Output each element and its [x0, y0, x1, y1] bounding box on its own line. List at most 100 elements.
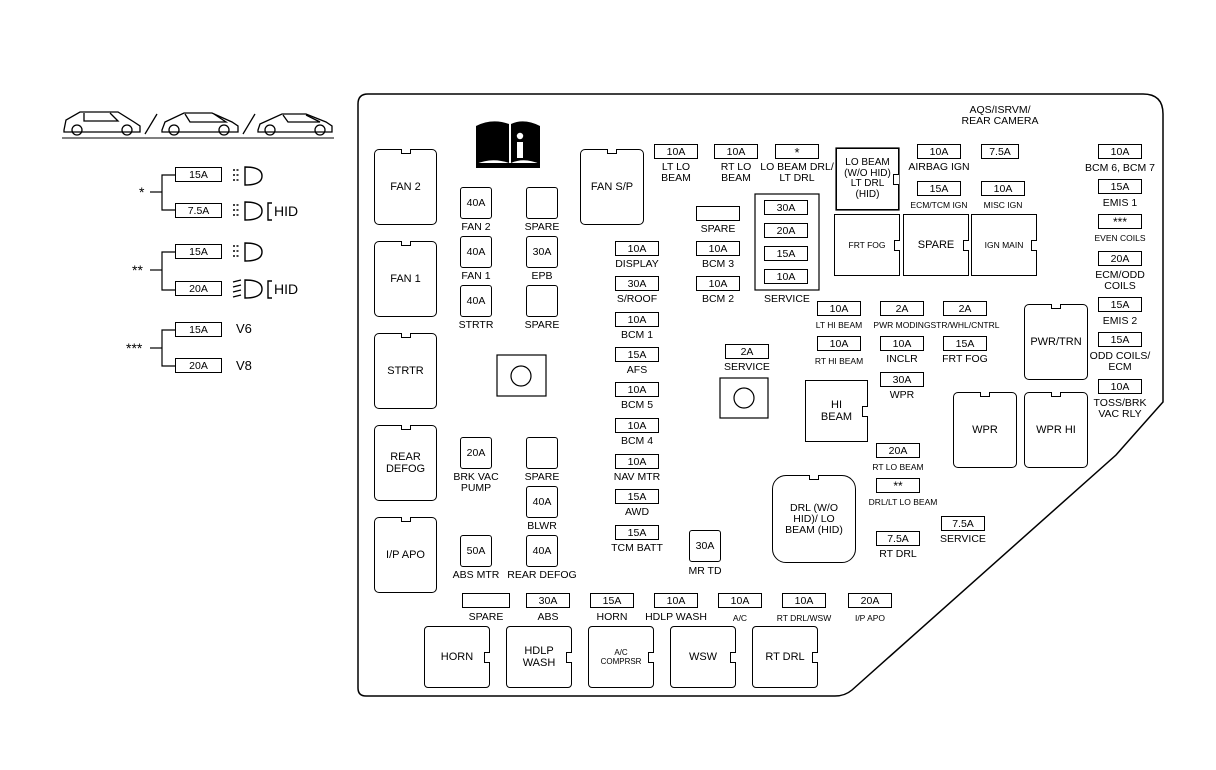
fuse-label: MISC IGN — [983, 200, 1023, 210]
fuse-label: ODD COILS/ ECM — [1089, 350, 1151, 373]
fuse: 10A — [615, 312, 659, 327]
fuse: 10A — [718, 593, 762, 608]
relay-ip-apo: I/P APO — [374, 517, 437, 593]
fuse-frt-fog: 15A — [943, 336, 987, 351]
vehicle-icons — [62, 111, 334, 139]
fuse-label: STR/WHL/CNTRL — [930, 320, 1000, 330]
maxi-fuse-label: BRK VAC PUMP — [453, 471, 499, 494]
fuse-inclr: 10A — [880, 336, 924, 351]
fuse-label: EMIS 1 — [1102, 197, 1138, 209]
fuse-label: WPR — [889, 389, 915, 401]
relay-wpr-hi: WPR HI — [1024, 392, 1088, 468]
fuse-label: LO BEAM DRL/ LT DRL — [760, 161, 834, 184]
maxi-fuse-strtr: 40A — [460, 285, 492, 317]
fuse: 10A — [654, 593, 698, 608]
fuse: *** — [1098, 214, 1142, 229]
relay-horn: HORN — [424, 626, 490, 688]
fuse-label: INCLR — [886, 353, 918, 365]
relay-spare: SPARE — [903, 214, 969, 276]
fuse-label: ABS — [537, 611, 559, 623]
fuse-label: RT LO BEAM — [720, 161, 752, 184]
fuse-label: SERVICE — [764, 293, 810, 305]
maxi-fuse-abs-mtr: 50A — [460, 535, 492, 567]
relay-wpr: WPR — [953, 392, 1017, 468]
fuse-label: AWD — [624, 506, 650, 518]
fuse-label: RT DRL — [879, 548, 917, 560]
fuse-label: BCM 3 — [701, 258, 735, 270]
legend-tag: HID — [274, 281, 299, 297]
fuse-label: EVEN COILS — [1094, 233, 1146, 243]
fuse-label: NAV MTR — [613, 471, 661, 483]
legend-marker: * — [139, 184, 145, 200]
maxi-fuse-label: SPARE — [524, 221, 560, 233]
fuse-label: AIRBAG IGN — [908, 161, 970, 173]
fuse: 10A — [1098, 379, 1142, 394]
fuse-airbag-ign: 10A — [917, 144, 961, 159]
fuse: 10A — [615, 454, 659, 469]
relay-ac-comprsr: A/C COMPRSR — [588, 626, 654, 688]
fuse-label: RT HI BEAM — [814, 356, 864, 366]
legend-tag: HID — [274, 203, 299, 219]
maxi-fuse-label: MR TD — [688, 565, 722, 577]
fuse-misc-ign: 10A — [981, 181, 1025, 196]
relay-ign-main: IGN MAIN — [971, 214, 1037, 276]
fuse-service: 7.5A — [941, 516, 985, 531]
fuse-aqs-isrvm: 7.5A — [981, 144, 1019, 159]
fuse-label: AFS — [626, 364, 648, 376]
relay-strtr: STRTR — [374, 333, 437, 409]
fuse: 10A — [1098, 144, 1142, 159]
legend-fuse: 20A — [175, 358, 222, 373]
fuse-service-2a: 2A — [725, 344, 769, 359]
maxi-fuse-spare — [526, 187, 558, 219]
fuse-service: 15A — [764, 246, 808, 261]
legend-fuse: 15A — [175, 244, 222, 259]
fuse-rt-lo-beam: 10A — [714, 144, 758, 159]
maxi-fuse-blwr: 40A — [526, 486, 558, 518]
fuse: 10A — [782, 593, 826, 608]
lo-beam-lamp-icon — [233, 166, 263, 186]
fuse-label: LT HI BEAM — [815, 320, 863, 330]
relay-fan1: FAN 1 — [374, 241, 437, 317]
fuse-label: SPARE — [468, 611, 504, 623]
fuse: 15A — [590, 593, 634, 608]
fuse-label: SERVICE — [724, 361, 770, 373]
relay-hi-beam: HI BEAM — [805, 380, 868, 442]
fuse-label: I/P APO — [854, 613, 886, 623]
legend-marker: ** — [132, 262, 143, 278]
fuse: 15A — [1098, 179, 1142, 194]
fuse-pwr-moding: 2A — [880, 301, 924, 316]
fuse-label: BCM 1 — [620, 329, 654, 341]
fuse-bcm2: 10A — [696, 276, 740, 291]
fuse-label: HORN — [596, 611, 628, 623]
fuse-wpr: 30A — [880, 372, 924, 387]
fuse-label: ECM/TCM IGN — [910, 200, 968, 210]
fuse-service: 30A — [764, 200, 808, 215]
fuse-label: S/ROOF — [616, 293, 658, 305]
fuse-label: BCM 2 — [701, 293, 735, 305]
fuse-lt-lo-beam: 10A — [654, 144, 698, 159]
fuse: 30A — [526, 593, 570, 608]
relay-rear-defog: REAR DEFOG — [374, 425, 437, 501]
fuse-rt-drl: 7.5A — [876, 531, 920, 546]
fuse: 30A — [615, 276, 659, 291]
fuse-label: DRL/LT LO BEAM — [868, 497, 938, 507]
fuse: 10A — [615, 241, 659, 256]
fuse-rt-lo-beam: 20A — [876, 443, 920, 458]
fuse-label: TOSS/BRK VAC RLY — [1093, 397, 1147, 420]
maxi-fuse-label: ABS MTR — [452, 569, 500, 581]
manual-info-icon — [476, 121, 540, 168]
fuse-ecm-tcm-ign: 15A — [917, 181, 961, 196]
relay-wsw: WSW — [670, 626, 736, 688]
maxi-fuse-label: REAR DEFOG — [507, 569, 577, 581]
legend-fuse: 15A — [175, 322, 222, 337]
fuse-label: ECM/ODD COILS — [1095, 269, 1145, 292]
legend-tag: V8 — [236, 358, 252, 373]
maxi-fuse-label: FAN 1 — [461, 270, 491, 282]
fuse-label: BCM 6, BCM 7 — [1084, 162, 1155, 174]
maxi-fuse-label: FAN 2 — [461, 221, 491, 233]
fuse: 15A — [615, 525, 659, 540]
maxi-fuse-label: STRTR — [458, 319, 494, 331]
maxi-fuse-brk-vac-pump: 20A — [460, 437, 492, 469]
fuse-label: SPARE — [700, 223, 736, 235]
